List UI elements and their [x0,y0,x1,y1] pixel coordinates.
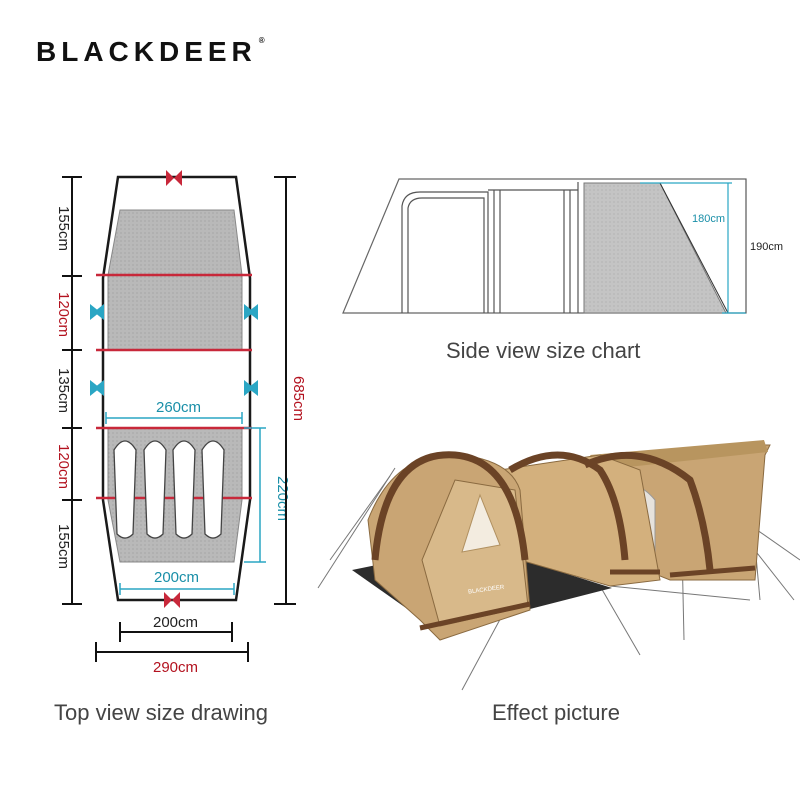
upper-floor-panel [107,209,243,351]
top-view-caption: Top view size drawing [54,700,268,725]
section-2-label: 120cm [55,292,72,337]
brand-logo: BLACKDEER® [36,36,265,68]
side-door-icon [90,304,258,396]
effect-picture-caption: Effect picture [492,700,620,725]
top-view-drawing: 260cm 200cm 220cm 155cm 120cm 135cm 120c… [55,170,307,676]
total-length-ruler [274,176,296,605]
left-section-ruler [62,176,82,605]
front-window [461,493,501,553]
inner-width-bottom-label: 200cm [154,569,199,586]
side-view-drawing: 180cm 190cm [342,178,783,314]
brand-registered-mark: ® [258,36,265,45]
section-4-label: 120cm [55,444,72,489]
outer-width-label: 290cm [153,659,198,676]
sleeping-bags [113,440,225,539]
inner-dimension-lines [105,412,266,595]
outer-height-label: 190cm [750,241,783,253]
tent-awning [590,440,768,470]
entrance-arrow-top-icon [166,170,182,186]
inner-width-top-label: 260cm [156,399,201,416]
base-width-label: 200cm [153,614,198,631]
section-5-label: 155cm [55,524,72,569]
side-view-caption: Side view size chart [446,338,641,363]
inner-depth-label: 220cm [274,476,291,521]
side-dimension-lines [640,182,746,314]
inner-height-label: 180cm [692,213,725,225]
section-1-label: 155cm [55,206,72,251]
tent-trim [419,565,756,631]
entrance-arrow-bottom-icon [164,592,180,608]
tent-logo-text: BLACKDEER [468,585,505,596]
width-rulers [95,622,249,662]
total-length-label: 685cm [290,376,307,421]
tent-arches [371,451,714,571]
tent-effect-picture: BLACKDEER [317,440,800,691]
door-frames [401,182,579,313]
section-3-label: 135cm [55,368,72,413]
brand-name: BLACKDEER [36,36,257,67]
